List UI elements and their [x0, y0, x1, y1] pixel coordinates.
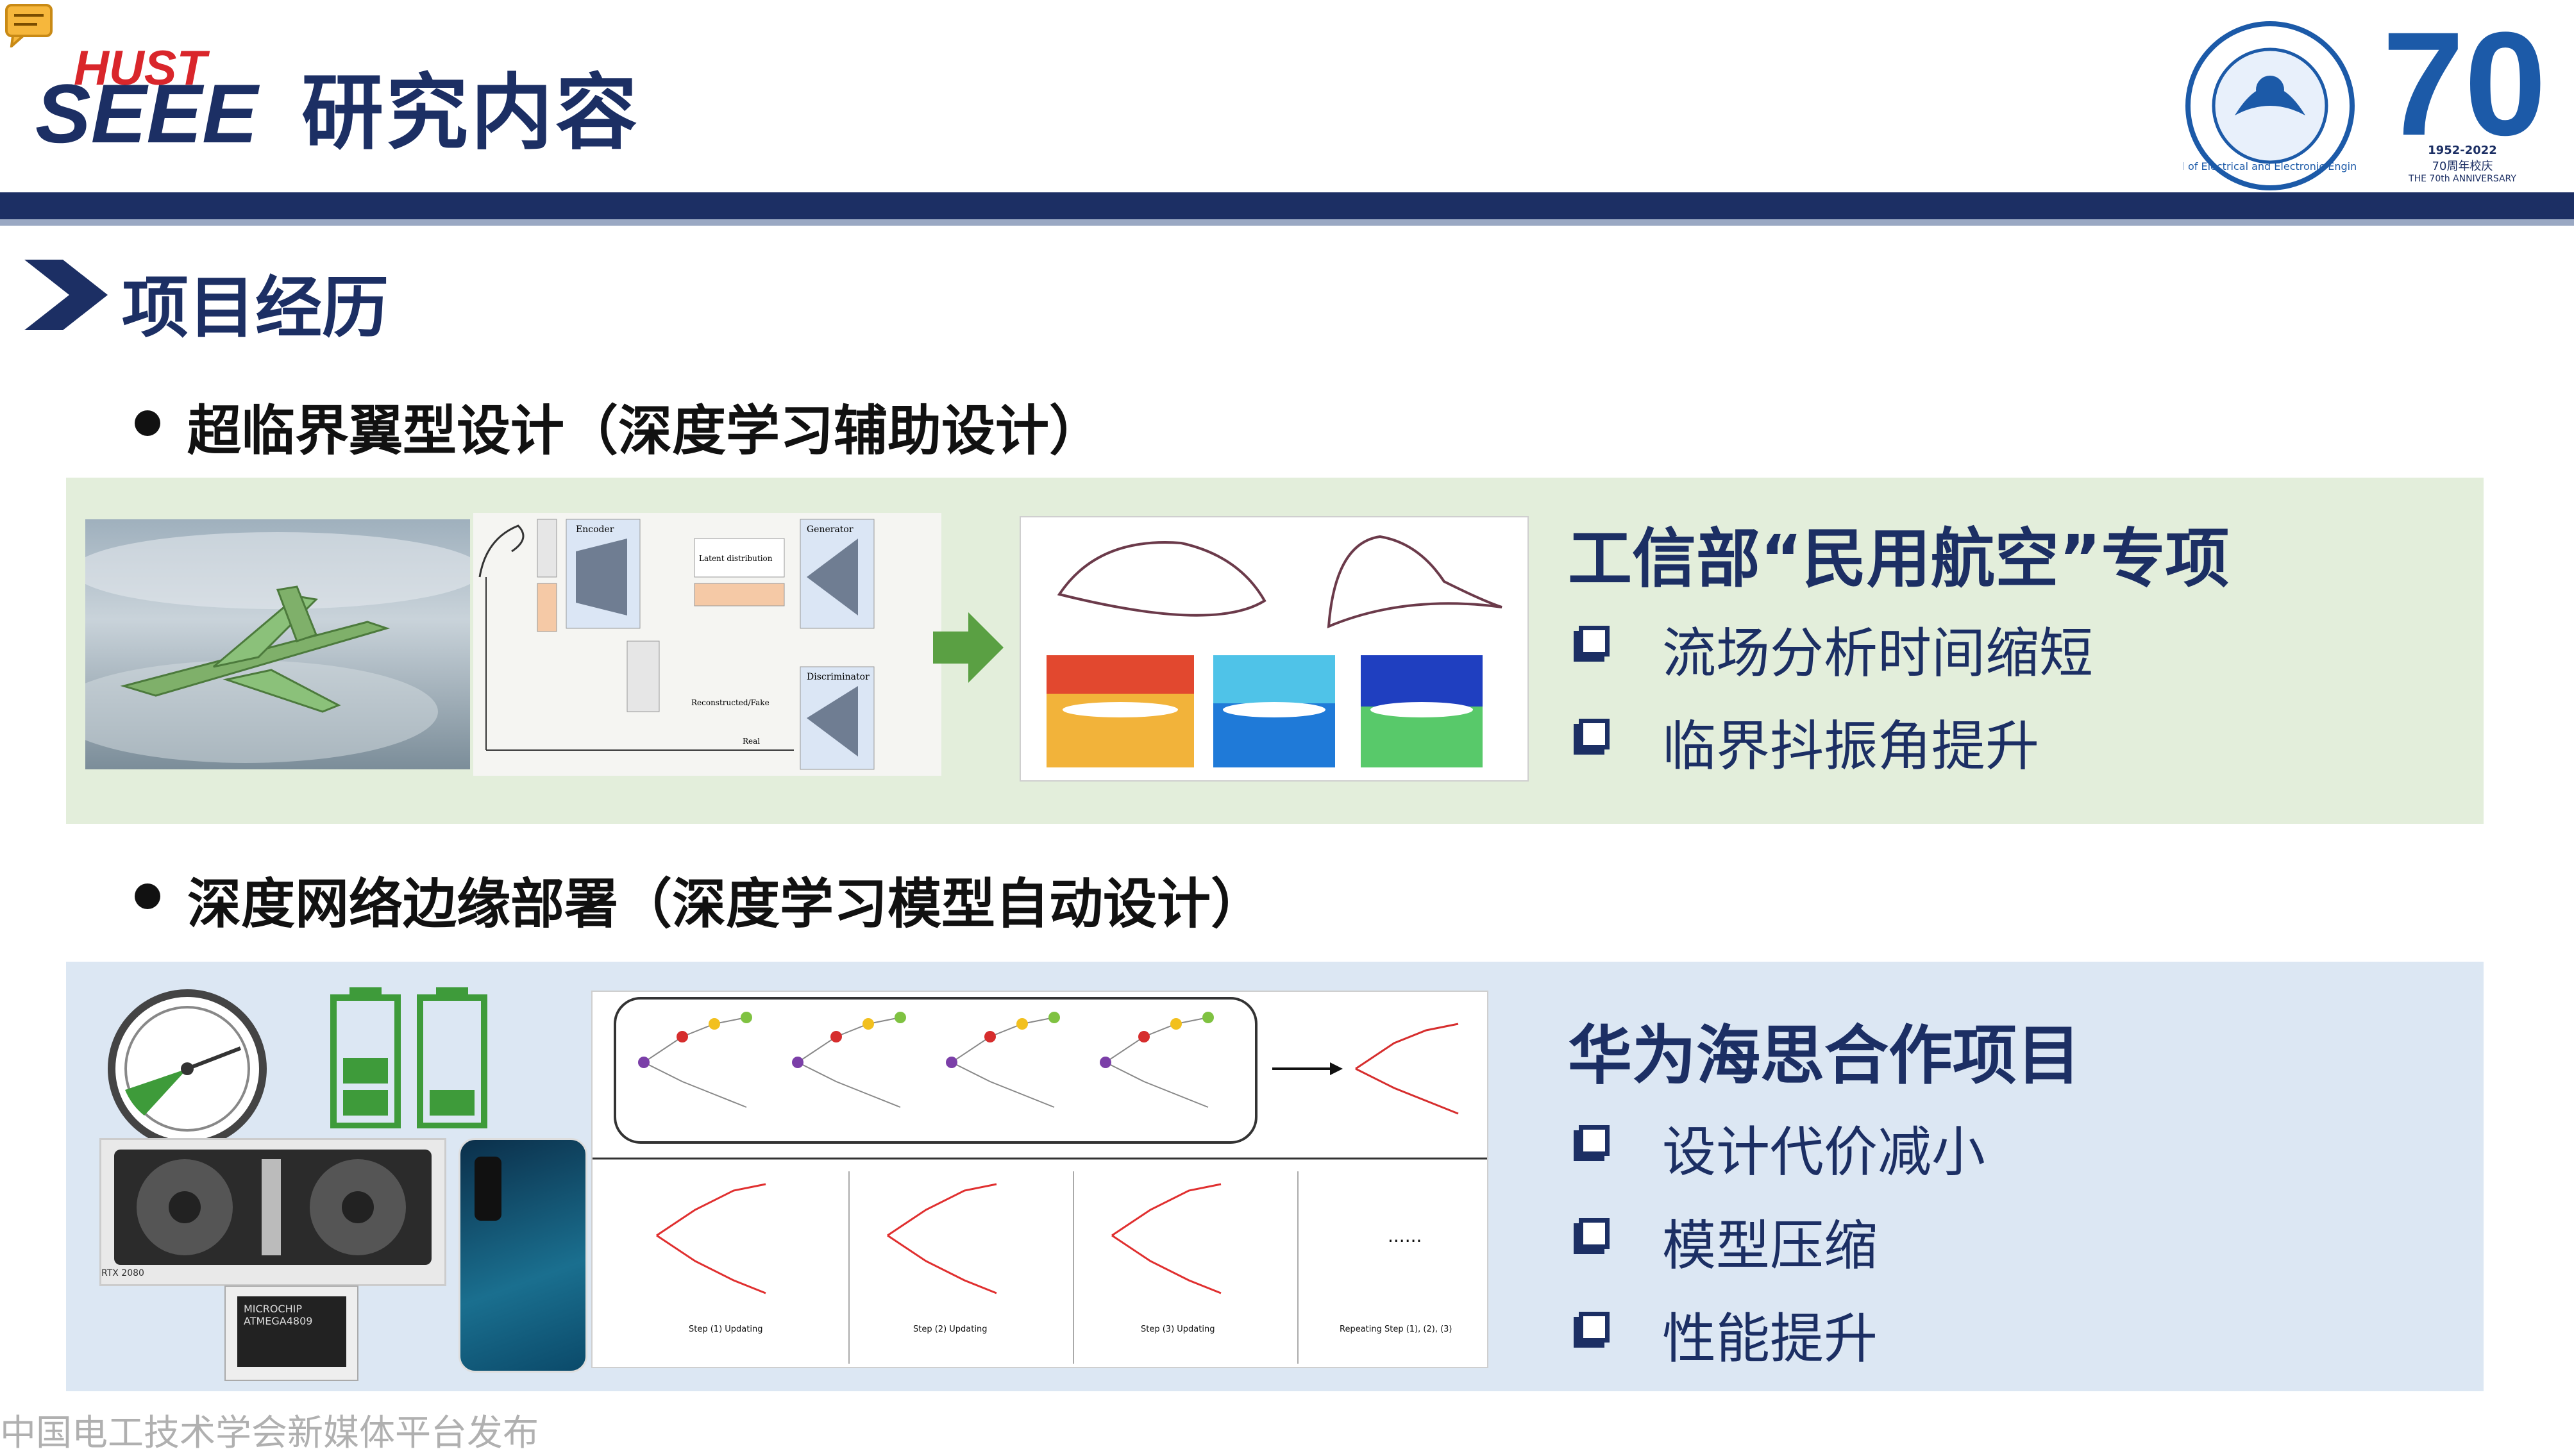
project-1-item-2: 临界抖振角提升 [1662, 715, 2040, 778]
anniversary-years: 1952-2022 [2428, 144, 2497, 157]
repeat-ellipsis: ...... [1388, 1225, 1422, 1246]
project-1-bullet: 超临界翼型设计（深度学习辅助设计） [187, 399, 1104, 462]
header-divider-accent [0, 219, 2574, 226]
chip-label: MICROCHIP ATMEGA4809 [237, 1296, 346, 1367]
seee-hust-logo: HUST SEEE [35, 40, 292, 160]
section-title: 项目经历 [122, 269, 389, 347]
network-search-figure: ...... Step (1) Updating Step (2) Updati… [591, 991, 1488, 1368]
project-1-item-1: 流场分析时间缩短 [1662, 622, 2094, 685]
project-2-item-3: 性能提升 [1662, 1307, 1878, 1370]
anniversary-70-logo: 70 1952-2022 70周年校庆 THE 70th ANNIVERSARY [2382, 1, 2546, 192]
logo-seee-text: SEEE [35, 67, 260, 155]
gpu-label: RTX 2080 [101, 1268, 144, 1278]
project-2-item-1: 设计代价减小 [1662, 1121, 1986, 1184]
latent-label: Latent distribution [699, 554, 773, 563]
gpu-image: RTX 2080 [99, 1138, 446, 1286]
bullet-dot [135, 883, 160, 909]
real-label: Real [743, 737, 760, 746]
speedometer-icon [106, 987, 269, 1151]
microchip-image: MICROCHIP ATMEGA4809 [224, 1285, 358, 1381]
airfoil-flow-field-figure [1020, 516, 1529, 782]
project-2-item-2: 模型压缩 [1662, 1214, 1878, 1277]
comment-icon[interactable] [4, 3, 55, 50]
anniversary-en: THE 70th ANNIVERSARY [2409, 174, 2516, 184]
discriminator-label: Discriminator [807, 672, 870, 682]
emblem-ring-text: School of Electrical and Electronic Engi… [2183, 160, 2357, 172]
project-1-heading: 工信部“民用航空”专项 [1568, 521, 2230, 596]
airplane-image [53, 519, 483, 769]
chevron-right-icon [24, 253, 108, 337]
step-2-label: Step (2) Updating [913, 1325, 987, 1334]
watermark-text: 中国电工技术学会新媒体平台发布 [0, 1412, 539, 1454]
encoder-label: Encoder [576, 524, 614, 535]
smartphone-image [458, 1138, 587, 1373]
arrow-right-icon [933, 612, 1004, 683]
checkbox-icon [1579, 1312, 1610, 1343]
step-3-label: Step (3) Updating [1141, 1325, 1215, 1334]
logo-hust-text: HUST [74, 41, 210, 96]
checkbox-icon [1579, 1218, 1610, 1249]
checkbox-icon [1579, 1125, 1610, 1156]
generator-label: Generator [807, 524, 854, 535]
project-2-bullet: 深度网络边缘部署（深度学习模型自动设计） [187, 873, 1265, 935]
reconstructed-fake-label: Reconstructed/Fake [691, 698, 770, 707]
project-2-heading: 华为海思合作项目 [1568, 1018, 2081, 1093]
battery-icon [330, 987, 491, 1129]
school-emblem-logo: School of Electrical and Electronic Engi… [2151, 19, 2389, 192]
repeat-step-label: Repeating Step (1), (2), (3) [1340, 1325, 1452, 1334]
page-title: 研究内容 [301, 65, 641, 161]
anniversary-cn: 70周年校庆 [2432, 160, 2493, 173]
checkbox-icon [1579, 719, 1610, 749]
svg-text:70: 70 [2382, 13, 2543, 141]
checkbox-icon [1579, 626, 1610, 657]
gan-architecture-diagram: Encoder Latent distribution Generator Di… [473, 513, 941, 776]
header-divider-bar [0, 192, 2574, 219]
step-1-label: Step (1) Updating [689, 1325, 762, 1334]
bullet-dot [135, 410, 160, 436]
